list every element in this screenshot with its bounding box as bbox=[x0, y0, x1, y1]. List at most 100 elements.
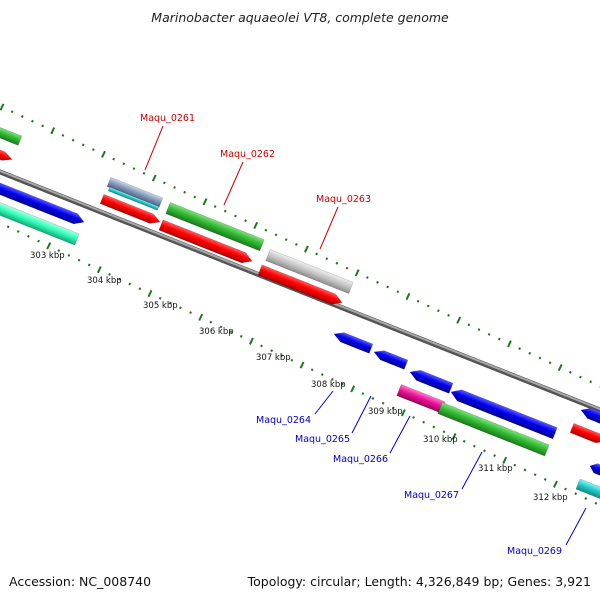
gene-maqu-0266-blue[interactable] bbox=[408, 367, 454, 394]
scale-tick bbox=[447, 313, 450, 317]
leader-maqu-0269 bbox=[565, 507, 587, 546]
scale-tick bbox=[234, 214, 237, 218]
scale-tick bbox=[548, 361, 552, 365]
scale-tick bbox=[335, 261, 339, 265]
gene-label-maqu-0266[interactable]: Maqu_0266 bbox=[333, 454, 388, 465]
gene-maqu-0262[interactable] bbox=[165, 202, 265, 252]
gene-label-maqu-0265[interactable]: Maqu_0265 bbox=[295, 434, 350, 445]
scale-tick bbox=[264, 228, 268, 232]
gene-red-edge-left[interactable] bbox=[0, 145, 14, 164]
scale-tick bbox=[118, 277, 121, 281]
scale-tick bbox=[96, 266, 102, 274]
leader-maqu-0267 bbox=[461, 451, 483, 490]
kbp-label: 304 kbp bbox=[87, 276, 122, 286]
scale-tick bbox=[0, 103, 5, 111]
scale-tick bbox=[354, 269, 360, 277]
scale-tick bbox=[46, 242, 52, 250]
scale-tick bbox=[456, 316, 462, 324]
scale-tick bbox=[533, 473, 537, 477]
gene-blue-edge-right[interactable] bbox=[579, 405, 600, 426]
gene-maqu-0261-cyan[interactable] bbox=[107, 186, 160, 211]
scale-tick bbox=[151, 174, 157, 182]
scale-tick bbox=[405, 292, 411, 301]
gene-label-maqu-0267[interactable]: Maqu_0267 bbox=[404, 490, 459, 501]
scale-tick bbox=[365, 276, 369, 279]
gene-blue-left[interactable] bbox=[0, 182, 86, 227]
scale-tick bbox=[20, 115, 24, 118]
scale-tick bbox=[128, 282, 132, 286]
leader-maqu-0266 bbox=[389, 415, 411, 454]
gene-maqu-0261-steel[interactable] bbox=[106, 177, 164, 208]
kbp-label: 309 kbp bbox=[368, 407, 403, 417]
gene-label-maqu-0263[interactable]: Maqu_0263 bbox=[316, 194, 371, 205]
scale-tick bbox=[248, 337, 254, 345]
kbp-label: 310 kbp bbox=[423, 435, 458, 445]
gene-maqu-0269[interactable] bbox=[575, 478, 600, 501]
scale-tick bbox=[557, 363, 563, 372]
scale-tick bbox=[574, 492, 578, 496]
scale-tick-row bbox=[0, 219, 598, 505]
scale-tick bbox=[376, 280, 379, 284]
gene-red-edge-right[interactable] bbox=[569, 423, 600, 446]
gene-maqu-0267[interactable] bbox=[437, 402, 550, 457]
scale-tick bbox=[304, 245, 309, 253]
scale-tick bbox=[325, 257, 329, 261]
scale-tick bbox=[290, 358, 294, 362]
scale-tick bbox=[162, 181, 166, 185]
scale-tick bbox=[112, 157, 116, 161]
leader-maqu-0263 bbox=[319, 206, 339, 250]
gene-teal-left[interactable] bbox=[0, 199, 80, 246]
scale-tick bbox=[568, 370, 572, 374]
scale-tick bbox=[37, 239, 40, 243]
scale-tick bbox=[158, 296, 162, 300]
gene-red-0261[interactable] bbox=[99, 194, 162, 226]
scale-tick bbox=[67, 253, 71, 257]
scale-tick bbox=[213, 205, 217, 208]
scale-tick bbox=[320, 373, 324, 376]
gene-blue-edge-right-2[interactable] bbox=[588, 461, 600, 478]
gene-label-maqu-0264[interactable]: Maqu_0264 bbox=[256, 415, 311, 426]
leader-maqu-0262 bbox=[223, 161, 244, 206]
scale-tick bbox=[87, 263, 91, 267]
scale-tick bbox=[422, 420, 426, 424]
gene-label-maqu-0269[interactable]: Maqu_0269 bbox=[507, 546, 562, 557]
scale-tick bbox=[122, 162, 126, 166]
scale-tick bbox=[341, 382, 344, 386]
scale-tick bbox=[209, 320, 213, 324]
gene-red-0262[interactable] bbox=[158, 219, 254, 266]
leader-maqu-0261 bbox=[144, 125, 164, 171]
scale-tick bbox=[310, 368, 314, 372]
scale-tick bbox=[594, 501, 598, 505]
gene-green-edge-left[interactable] bbox=[0, 123, 23, 146]
scale-tick bbox=[412, 416, 415, 419]
scale-tick bbox=[31, 119, 34, 123]
scale-tick bbox=[523, 468, 527, 472]
scale-tick bbox=[345, 266, 349, 270]
gene-label-maqu-0262[interactable]: Maqu_0262 bbox=[220, 149, 275, 160]
scale-tick bbox=[50, 127, 56, 135]
kbp-scale-labels: 303 kbp 304 kbp 305 kbp 306 kbp 307 kbp … bbox=[30, 251, 568, 503]
scale-tick bbox=[381, 401, 385, 405]
scale-tick bbox=[589, 380, 593, 384]
scale-tick bbox=[528, 351, 532, 355]
accession-text: Accession: NC_008740 bbox=[9, 574, 151, 589]
scale-tick bbox=[229, 330, 233, 334]
gene-maqu-0264[interactable] bbox=[332, 329, 374, 354]
scale-tick bbox=[579, 375, 582, 379]
scale-tick bbox=[432, 425, 436, 429]
scale-tick bbox=[396, 290, 400, 294]
scale-tick bbox=[294, 242, 298, 246]
scale-tick bbox=[497, 337, 501, 341]
kbp-label: 307 kbp bbox=[256, 353, 291, 363]
gene-label-maqu-0261[interactable]: Maqu_0261 bbox=[140, 113, 195, 124]
scale-tick bbox=[77, 258, 81, 262]
gene-red-0263[interactable] bbox=[257, 264, 344, 308]
scale-tick bbox=[350, 385, 356, 393]
gene-maqu-0265[interactable] bbox=[372, 347, 409, 370]
scale-tick bbox=[493, 454, 496, 458]
gene-maqu-0263[interactable] bbox=[265, 249, 354, 294]
gene-maqu-0267-blue[interactable] bbox=[449, 386, 558, 440]
scale-tick bbox=[462, 439, 466, 443]
scale-tick bbox=[552, 480, 558, 488]
leader-maqu-0264 bbox=[314, 390, 334, 415]
